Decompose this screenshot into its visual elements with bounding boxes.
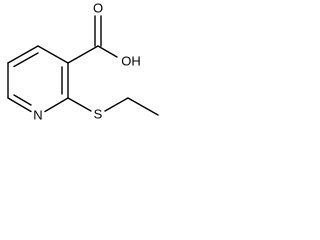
atom-label-carbonyl-oxygen: O: [93, 0, 103, 15]
carboxylic-acid-group: [67, 15, 118, 64]
bond-ring-c6-n1: [7, 97, 32, 113]
bond-sulfur-ch2: [104, 97, 129, 112]
bond-c3-carboxyl-carbon: [67, 45, 99, 64]
chemical-structure: N S O OH: [7, 0, 159, 122]
atom-label-nitrogen: N: [33, 107, 42, 122]
bond-ring-c3-c4: [37, 45, 69, 64]
double-bond-c6-n1: [13, 94, 32, 106]
bond-ring-n1-c2: [44, 97, 69, 113]
bond-ch2-ch3: [127, 97, 159, 116]
pyridine-ring: [7, 45, 69, 113]
bond-carboxyl-hydroxyl: [97, 45, 118, 58]
atom-label-hydroxyl: OH: [121, 53, 141, 68]
bond-c2-sulfur: [67, 97, 92, 112]
double-bond-c4-c5: [13, 52, 39, 68]
bond-ring-c4-c5: [7, 45, 39, 64]
atom-label-sulfur: S: [94, 106, 103, 121]
ethylthio-group: [67, 97, 159, 116]
